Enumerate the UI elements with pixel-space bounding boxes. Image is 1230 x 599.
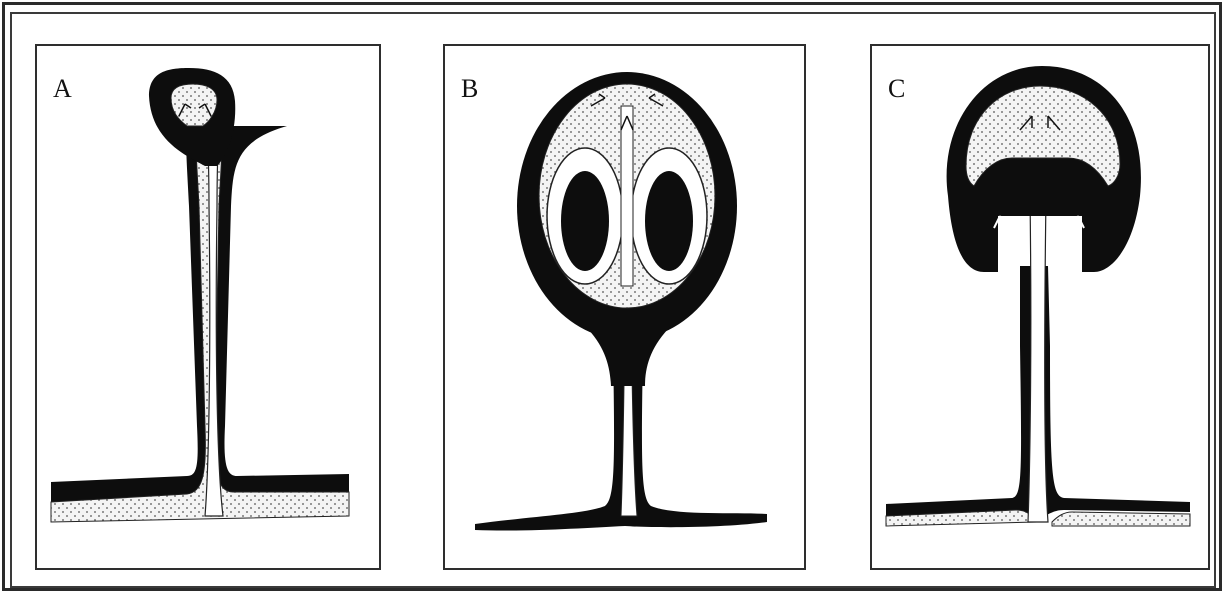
panel-c: C bbox=[870, 44, 1210, 570]
vortex-left-core-b bbox=[561, 171, 609, 271]
vortex-right-core-b bbox=[645, 171, 693, 271]
head-channel-b bbox=[621, 106, 633, 286]
head-neck-b bbox=[585, 326, 671, 386]
plume-diagram-a bbox=[37, 46, 381, 570]
stipple-base-right-c bbox=[1052, 512, 1190, 526]
plume-diagram-c bbox=[872, 46, 1210, 570]
plume-diagram-b bbox=[445, 46, 806, 570]
panel-b: A B bbox=[443, 44, 806, 570]
conduit-c bbox=[1028, 196, 1048, 522]
panel-a: A bbox=[35, 44, 381, 570]
